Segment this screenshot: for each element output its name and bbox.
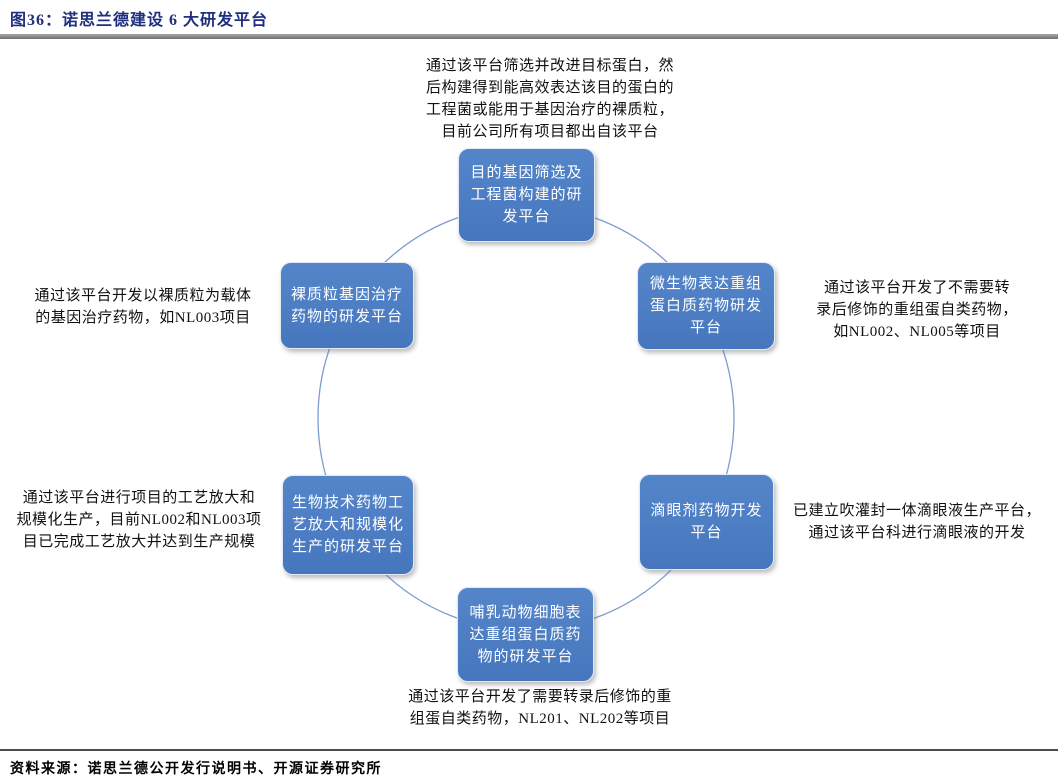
annotation-upper-left: 通过该平台开发以裸质粒为载体 的基因治疗药物，如NL003项目 bbox=[34, 288, 252, 326]
annotation-top: 通过该平台筛选并改进目标蛋白，然 后构建得到能高效表达该目的蛋白的 工程菌或能用… bbox=[425, 58, 674, 140]
source-note: 资料来源：诺思兰德公开发行说明书、开源证券研究所 bbox=[10, 762, 382, 777]
annotation-upper-right: 通过该平台开发了不需要转 录后修饰的重组蛋自类药物， 如NL002、NL005等… bbox=[816, 280, 1018, 340]
title-divider bbox=[0, 34, 1058, 39]
node-label: 滴眼剂药物开发 平台 bbox=[650, 503, 763, 541]
annotation-lower-right: 已建立吹灌封一体滴眼液生产平台， 通过该平台科进行滴眼液的开发 bbox=[792, 503, 1041, 541]
figure-title: 图36：诺思兰德建设 6 大研发平台 bbox=[10, 12, 269, 29]
annotation-bottom: 通过该平台开发了需要转录后修饰的重 组蛋自类药物，NL201、NL202等项目 bbox=[408, 689, 672, 727]
annotation-lower-left: 通过该平台进行项目的工艺放大和 规模化生产，目前NL002和NL003项 目已完… bbox=[16, 490, 262, 550]
node-label: 裸质粒基因治疗 药物的研发平台 bbox=[290, 286, 403, 325]
node-gene-screening-platform: 目的基因筛选及 工程菌构建的研 发平台 bbox=[458, 148, 595, 242]
node-label: 目的基因筛选及 工程菌构建的研 发平台 bbox=[470, 165, 583, 225]
node-label: 哺乳动物细胞表 达重组蛋白质药 物的研发平台 bbox=[469, 604, 582, 665]
node-scaleup-production-platform: 生物技术药物工 艺放大和规模化 生产的研发平台 bbox=[282, 475, 414, 575]
node-label: 微生物表达重组 蛋白质药物研发 平台 bbox=[649, 276, 762, 336]
node-mammalian-cell-platform: 哺乳动物细胞表 达重组蛋白质药 物的研发平台 bbox=[457, 587, 594, 682]
footer-divider bbox=[0, 749, 1058, 751]
node-naked-plasmid-platform: 裸质粒基因治疗 药物的研发平台 bbox=[280, 262, 414, 349]
cycle-diagram: 目的基因筛选及 工程菌构建的研 发平台 微生物表达重组 蛋白质药物研发 平台 滴… bbox=[0, 40, 1058, 740]
node-microbial-expression-platform: 微生物表达重组 蛋白质药物研发 平台 bbox=[637, 262, 775, 350]
node-label: 生物技术药物工 艺放大和规模化 生产的研发平台 bbox=[291, 495, 404, 555]
node-eye-drop-platform: 滴眼剂药物开发 平台 bbox=[639, 474, 774, 570]
